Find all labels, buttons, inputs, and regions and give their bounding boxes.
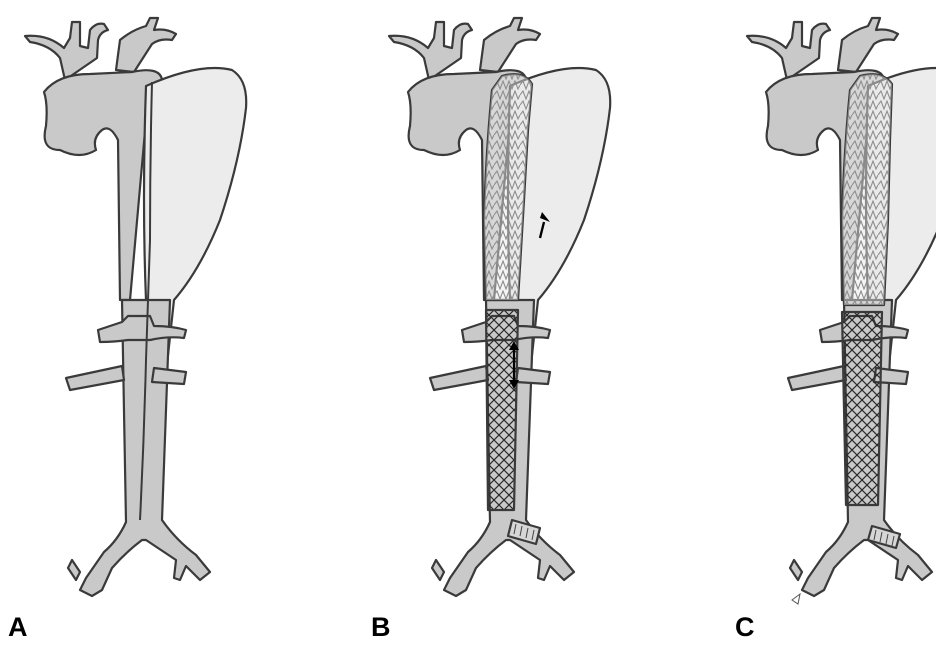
panel-c-remodeled bbox=[747, 18, 936, 604]
panel-label-a: A bbox=[8, 612, 28, 642]
bare-stent bbox=[486, 310, 518, 510]
panel-a-dissection bbox=[25, 18, 246, 596]
panel-label-c: C bbox=[735, 612, 755, 642]
aorta-anatomy-c bbox=[747, 18, 936, 596]
aorta-anatomy-a bbox=[25, 18, 246, 596]
panel-b-stent-graft bbox=[389, 18, 610, 596]
iliac-plug bbox=[868, 526, 900, 548]
panel-label-b: B bbox=[371, 612, 391, 642]
stent-graft-fill bbox=[842, 74, 892, 305]
iliac-tick-marks bbox=[792, 594, 800, 604]
bare-stent bbox=[842, 312, 882, 505]
